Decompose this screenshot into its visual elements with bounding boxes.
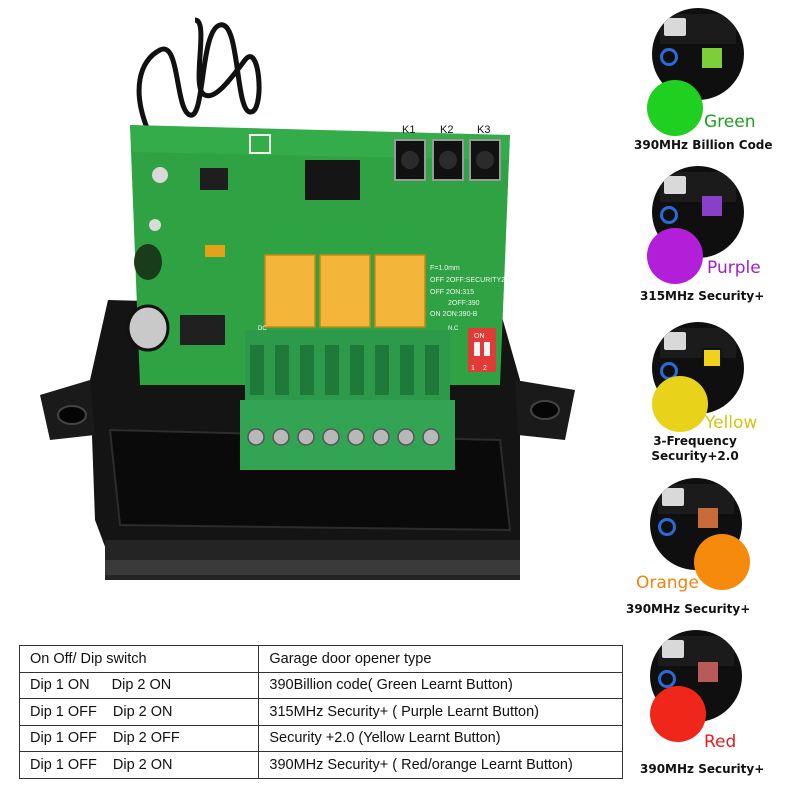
- swatch-yellow: Yellow 3-Frequency Security+2.0: [622, 322, 800, 463]
- silkscreen-line: OFF 2OFF:SECURITY2.0: [430, 277, 511, 284]
- table-row: Dip 1 OFF Dip 2 ON 390MHz Security+ ( Red…: [18, 751, 623, 779]
- dip-number-2: 2: [483, 365, 487, 372]
- switch-cell: Dip 1 OFF Dip 2 OFF: [18, 724, 260, 752]
- product-photo: K1 K2 K3 F=1.0mm OFF 2OFF:SECURITY2.0 OF…: [40, 17, 575, 580]
- dip-switch-table: On Off/ Dip switch Garage door opener ty…: [18, 645, 623, 779]
- frequency-label: 390MHz Security+: [626, 602, 751, 616]
- silkscreen-line: ON 2ON:390-B: [430, 311, 478, 318]
- frequency-label: 3-Frequency Security+2.0: [640, 434, 750, 464]
- type-cell: Security +2.0 (Yellow Learnt Button): [258, 724, 623, 752]
- silkscreen-line: 2OFF:390: [448, 300, 480, 307]
- dip-number-1: 1: [471, 365, 475, 372]
- header-cell-switch: On Off/ Dip switch: [18, 645, 260, 673]
- frequency-label: 390MHz Security+: [640, 762, 765, 776]
- color-name-label: Green: [704, 112, 756, 132]
- frequency-label: 315MHz Security+: [640, 289, 765, 303]
- switch-cell: Dip 1 ON Dip 2 ON: [18, 671, 260, 699]
- color-name-label: Orange: [636, 573, 699, 593]
- dip1-state: Dip 1 OFF: [30, 756, 97, 773]
- switch-cell: Dip 1 OFF Dip 2 ON: [18, 698, 260, 726]
- switch-cell: Dip 1 OFF Dip 2 ON: [18, 751, 260, 779]
- terminal-block: [240, 330, 455, 470]
- dip2-state: Dip 2 ON: [112, 703, 173, 720]
- color-indicator: [650, 686, 706, 742]
- dip2-state: Dip 2 ON: [111, 677, 172, 694]
- dip2-state: Dip 2 OFF: [112, 730, 180, 747]
- color-indicator: [647, 228, 703, 284]
- dip2-state: Dip 2 ON: [112, 756, 173, 773]
- table-row: Dip 1 ON Dip 2 ON 390Billion code( Green …: [18, 671, 623, 699]
- type-cell: 390Billion code( Green Learnt Button): [258, 671, 623, 699]
- table-row: Dip 1 OFF Dip 2 ON 315MHz Security+ ( Pur…: [18, 698, 623, 726]
- swatch-red: Red 390MHz Security+: [622, 630, 800, 776]
- button-label-k2: K2: [440, 124, 453, 136]
- type-cell: 315MHz Security+ ( Purple Learnt Button): [258, 698, 623, 726]
- color-indicator: [652, 376, 708, 432]
- table-header-row: On Off/ Dip switch Garage door opener ty…: [18, 645, 623, 673]
- table-row: Dip 1 OFF Dip 2 OFF Security +2.0 (Yellow…: [18, 724, 623, 752]
- frequency-line: 3-Frequency: [653, 434, 737, 448]
- silkscreen-line: OFF 2ON:315: [430, 289, 474, 296]
- silkscreen-line: F=1.0mm: [430, 265, 460, 272]
- button-label-k3: K3: [477, 124, 490, 136]
- nc-label: N.C: [448, 326, 459, 332]
- swatch-purple: Purple 315MHz Security+: [622, 166, 800, 303]
- dc-label: DC: [258, 326, 267, 332]
- frequency-label: 390MHz Billion Code: [634, 138, 773, 152]
- frequency-line: Security+2.0: [651, 449, 739, 463]
- button-label-k1: K1: [402, 124, 415, 136]
- color-name-label: Red: [704, 732, 737, 752]
- color-indicator: [694, 534, 750, 590]
- pcb-board: [126, 125, 510, 385]
- type-cell: 390MHz Security+ ( Red/orange Learnt But…: [258, 751, 623, 779]
- dip1-state: Dip 1 OFF: [30, 730, 97, 747]
- swatch-green: Green 390MHz Billion Code: [622, 8, 800, 152]
- color-name-label: Purple: [707, 258, 761, 278]
- antenna-wire: [136, 17, 262, 137]
- color-name-label: Yellow: [705, 413, 758, 433]
- dip-on-label: ON: [474, 333, 485, 340]
- header-cell-type: Garage door opener type: [258, 645, 623, 673]
- dip1-state: Dip 1 OFF: [30, 703, 97, 720]
- color-indicator: [647, 80, 703, 136]
- swatch-orange: Orange 390MHz Security+: [622, 478, 800, 616]
- dip1-state: Dip 1 ON: [30, 677, 90, 694]
